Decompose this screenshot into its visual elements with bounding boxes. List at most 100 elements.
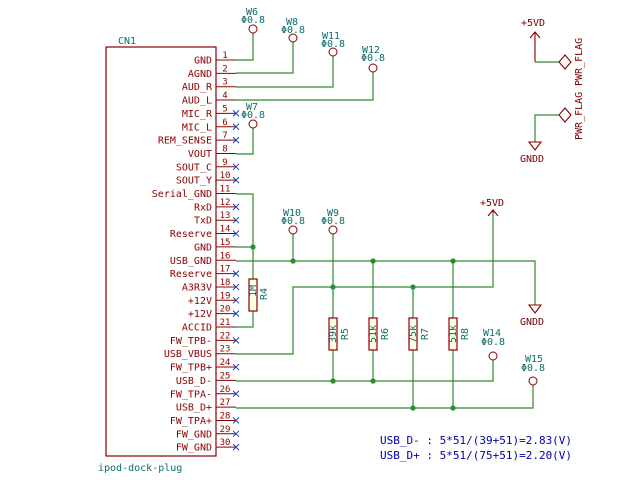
connector-pin-name: Reserve	[170, 269, 212, 280]
note-usb-dplus: USB_D+ : 5*51/(75+51)=2.20(V)	[380, 449, 572, 462]
resistor-value: 51k	[368, 325, 379, 343]
resistor-r5[interactable]: 39k R5	[328, 317, 351, 351]
testpoint-w12[interactable]: W12 Φ0.8	[361, 45, 385, 73]
testpoint-value: Φ0.8	[241, 110, 265, 121]
no-connect-icon	[232, 443, 240, 451]
testpoint-ref: W11	[322, 31, 340, 42]
testpoint-w8[interactable]: W8 Φ0.8	[281, 17, 305, 43]
testpoint-w6[interactable]: W6 Φ0.8	[241, 7, 265, 34]
power-label: +5VD	[480, 198, 504, 209]
testpoint-ref: W12	[362, 45, 380, 56]
connector-pin-name: FW_TPB+	[170, 363, 212, 374]
testpoint-ref: W9	[327, 208, 339, 219]
no-connect-icon	[232, 110, 240, 117]
wire-usbdp	[236, 385, 534, 409]
wire-vbus	[236, 286, 333, 355]
resistor-ref: R6	[380, 328, 391, 340]
testpoint-ref: W10	[283, 208, 301, 219]
connector-pin-name: ACCID	[182, 323, 212, 334]
connector-pin-name: FW_TPA+	[170, 416, 212, 427]
connector-pin-number: 10	[220, 171, 231, 181]
testpoint-value: Φ0.8	[281, 216, 305, 227]
connector-pin-number: 15	[220, 238, 231, 248]
no-connect-icon	[232, 230, 240, 237]
connector-pin-number: 17	[220, 265, 231, 275]
resistor-value: 39k	[328, 325, 339, 343]
connector-pin-name: MIC_R	[182, 109, 213, 120]
testpoint-ref: W15	[525, 354, 543, 365]
pwr-flag-label: PWR_FLAG	[574, 92, 585, 140]
no-connect-icon	[232, 123, 240, 131]
connector-pin-name: AUD_L	[182, 96, 212, 107]
connector-pin-name: REM_SENSE	[158, 136, 212, 147]
no-connect-icon	[232, 430, 240, 438]
testpoint-circle	[288, 33, 298, 43]
testpoint-value: Φ0.8	[521, 363, 545, 374]
resistor-r7[interactable]: 75k R7	[408, 317, 431, 351]
connector-pin-number: 27	[220, 398, 231, 408]
power-arrow	[529, 31, 541, 62]
connector-pin-name: FW_GND	[176, 429, 212, 440]
no-connect-icon	[232, 136, 240, 144]
resistor-r8[interactable]: 51k R8	[448, 317, 471, 351]
testpoint-circle	[368, 63, 378, 73]
power-arrow	[487, 209, 499, 217]
testpoint-value: Φ0.8	[321, 39, 345, 50]
testpoint-w11[interactable]: W11 Φ0.8	[321, 31, 345, 57]
no-connect-icon	[232, 363, 240, 371]
connector-pin-name: SOUT_Y	[176, 176, 212, 187]
connector-pin-name: FW_TPA-	[170, 389, 212, 400]
testpoint-ref: W8	[286, 17, 298, 28]
no-connect-icon	[232, 203, 240, 211]
testpoint-w7[interactable]: W7 Φ0.8	[241, 102, 265, 129]
resistor-body	[248, 278, 258, 312]
no-connect-icon	[232, 296, 240, 304]
no-connect-icon	[232, 163, 240, 171]
testpoint-ref: W7	[246, 102, 258, 113]
resistor-ref: R7	[420, 328, 431, 340]
connector-pin-name: GND	[194, 56, 212, 67]
junction	[250, 244, 256, 250]
connector-body	[105, 46, 217, 457]
junction	[330, 284, 336, 290]
no-connect-icon	[232, 216, 240, 224]
connector-pin-number: 28	[220, 411, 231, 421]
no-connect-icon	[232, 336, 240, 344]
connector-pin-number: 11	[220, 185, 231, 195]
testpoint-circle	[328, 225, 338, 235]
no-connect-icon	[232, 283, 240, 291]
connector-pin-name: GND	[194, 242, 212, 253]
connector-pin-name: SOUT_C	[176, 162, 212, 173]
no-connect-icon	[232, 417, 240, 424]
power-plus5vd-mid: +5VD	[480, 198, 504, 217]
resistor-ref: R8	[460, 328, 471, 340]
connector-pin-number: 1	[222, 51, 227, 61]
resistor-r4[interactable]: 1M R4	[248, 278, 270, 312]
resistor-ref: R4	[259, 288, 270, 300]
pwr-flag-diamond	[558, 107, 572, 123]
resistor-r6[interactable]: 51k R6	[368, 317, 391, 351]
testpoint-w15[interactable]: W15 Φ0.8	[521, 354, 545, 386]
connector-pin-name: AUD_R	[182, 82, 213, 93]
wire-plus5-rail	[333, 213, 494, 288]
power-label: +5VD	[521, 18, 545, 29]
connector-pin-number: 9	[222, 158, 227, 168]
connector-pin-name: A3R3V	[182, 282, 212, 293]
testpoint-w10[interactable]: W10 Φ0.8	[281, 208, 305, 235]
junction	[410, 284, 416, 290]
power-label: GNDD	[520, 154, 544, 165]
connector-pin-name: RxD	[194, 202, 212, 213]
connector-pin-number: 14	[220, 225, 231, 235]
wire-gnd15	[236, 246, 254, 279]
resistor-value: 51k	[448, 325, 459, 343]
testpoint-w9[interactable]: W9 Φ0.8	[321, 208, 345, 235]
resistor-value: 1M	[248, 285, 259, 297]
resistor-body	[448, 317, 458, 351]
connector-pin-number: 24	[220, 358, 231, 368]
testpoint-w14[interactable]: W14 Φ0.8	[481, 328, 505, 361]
connector-pin-number: 30	[220, 438, 231, 448]
testpoint-circle	[248, 119, 258, 129]
testpoint-circle	[488, 351, 498, 361]
wire-agnd-w8	[236, 42, 294, 74]
